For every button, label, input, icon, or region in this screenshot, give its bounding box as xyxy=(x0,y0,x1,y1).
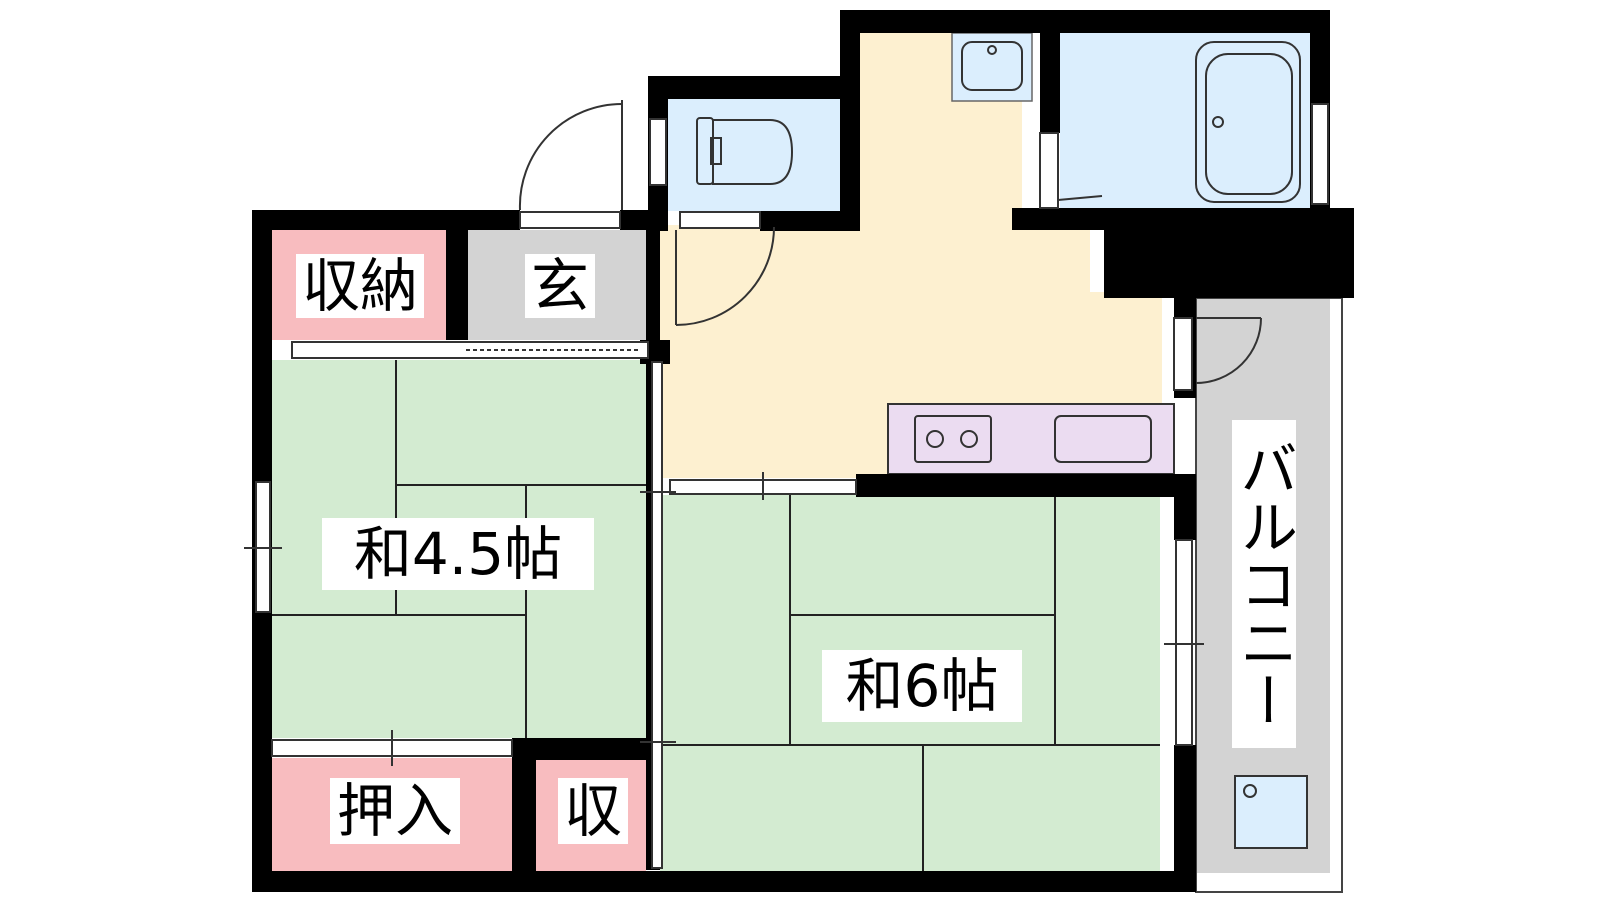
sink-icon xyxy=(1054,415,1152,463)
washing-machine-icon xyxy=(1234,775,1308,849)
toilet-icon xyxy=(696,117,794,185)
drain-icon xyxy=(1243,784,1257,798)
faucet-icon xyxy=(987,45,997,55)
kitchen-counter xyxy=(887,403,1175,475)
entrance-label: 玄 xyxy=(531,252,589,320)
kitchen-floor xyxy=(660,33,1162,478)
storage-top-label: 収納 xyxy=(302,252,418,320)
stove-icon xyxy=(914,415,992,463)
label-bg-closet xyxy=(330,778,460,844)
balcony-label: バルコニー xyxy=(1230,439,1298,729)
sliding-doors xyxy=(271,341,857,869)
label-bg-balcony xyxy=(1232,420,1296,748)
burner-right-icon xyxy=(960,430,978,448)
japanese-room-large-label: 和6帖 xyxy=(846,652,999,720)
label-bg-large-room xyxy=(822,650,1022,722)
windows xyxy=(244,103,1329,746)
bathtub-icon xyxy=(1195,41,1301,203)
tatami-lines xyxy=(272,360,1160,871)
door-swings xyxy=(518,100,1262,384)
label-bg-storage-small xyxy=(558,778,628,844)
storage-small-label: 収 xyxy=(564,777,622,845)
closet-label: 押入 xyxy=(337,777,453,845)
label-bg-storage-top xyxy=(296,254,424,318)
burner-left-icon xyxy=(926,430,944,448)
label-bg-small-room xyxy=(322,518,594,590)
japanese-room-small-label: 和4.5帖 xyxy=(354,520,562,588)
washbasin-icon xyxy=(961,41,1023,91)
label-bg-entrance xyxy=(525,254,595,318)
bath-area xyxy=(1060,33,1310,208)
toilet-area xyxy=(668,99,840,211)
